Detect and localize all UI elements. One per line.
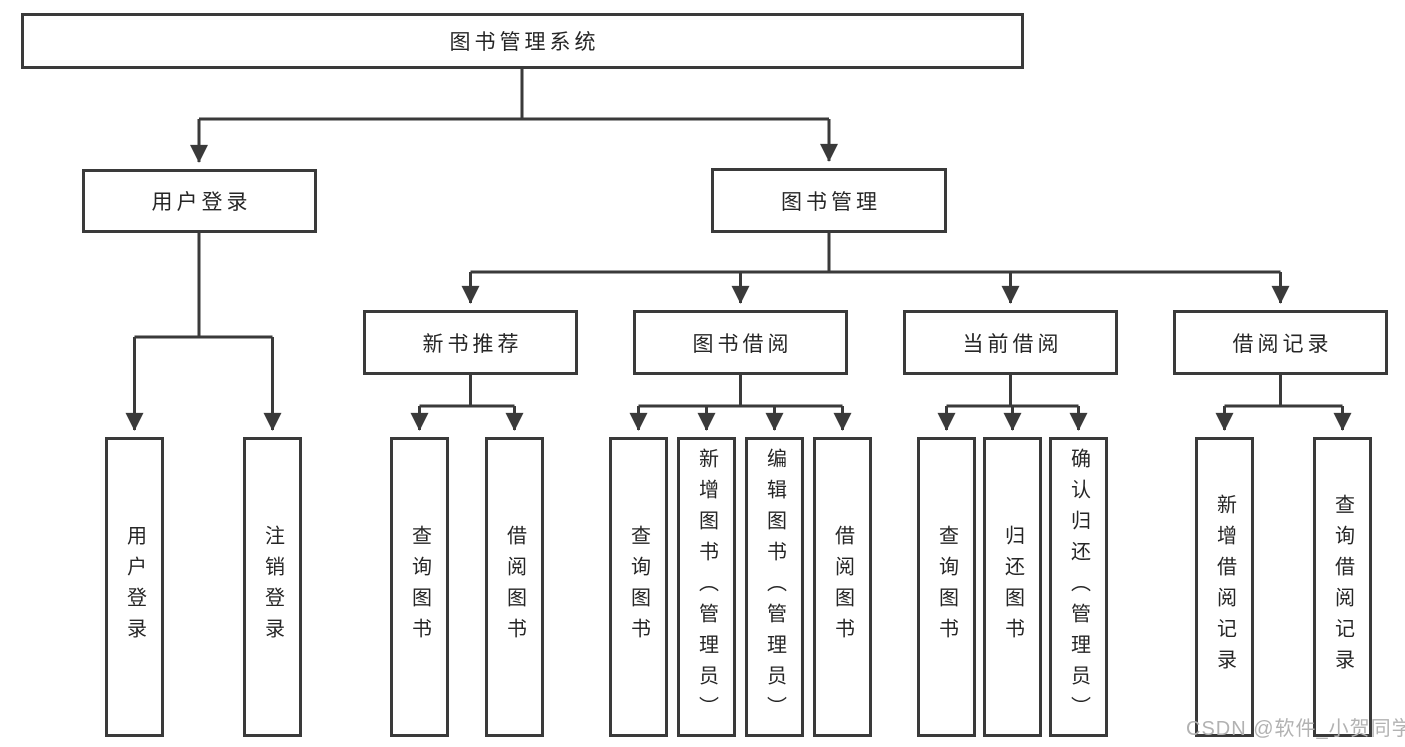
node-current-borrowing: 当前借阅	[903, 310, 1118, 375]
leaf-add-borrow-record: 新增借阅记录	[1195, 437, 1254, 737]
node-user-login: 用户登录	[82, 169, 317, 233]
node-label: 查询图书	[408, 525, 431, 649]
leaf-query-books-recommend: 查询图书	[390, 437, 449, 737]
node-label: 借阅图书	[831, 525, 854, 649]
leaf-user-login: 用户登录	[105, 437, 164, 737]
node-book-borrowing: 图书借阅	[633, 310, 848, 375]
node-system-root: 图书管理系统	[21, 13, 1024, 69]
leaf-borrow-books: 借阅图书	[813, 437, 872, 737]
node-label: 新书推荐	[422, 332, 523, 356]
node-label: 借阅图书	[503, 525, 526, 649]
node-label: 确认归还（管理员）	[1067, 447, 1090, 727]
node-label: 图书管理	[781, 190, 881, 214]
leaf-edit-book-admin: 编辑图书（管理员）	[745, 437, 804, 737]
node-label: 新增图书（管理员）	[695, 447, 718, 727]
leaf-logout: 注销登录	[243, 437, 302, 737]
node-label: 查询图书	[935, 525, 958, 649]
node-label: 新增借阅记录	[1213, 494, 1236, 680]
leaf-query-books-borrow: 查询图书	[609, 437, 668, 737]
node-label: 编辑图书（管理员）	[763, 447, 786, 727]
leaf-add-book-admin: 新增图书（管理员）	[677, 437, 736, 737]
leaf-borrow-books-recommend: 借阅图书	[485, 437, 544, 737]
csdn-watermark: CSDN @软件_小贺同学	[1186, 718, 1405, 740]
leaf-confirm-return-admin: 确认归还（管理员）	[1049, 437, 1108, 737]
leaf-query-books-current: 查询图书	[917, 437, 976, 737]
arrow-lines	[125, 119, 1352, 431]
node-label: 图书管理系统	[449, 31, 600, 54]
node-label: 查询借阅记录	[1331, 494, 1354, 680]
leaf-return-book: 归还图书	[983, 437, 1042, 737]
tree-branch-lines	[125, 69, 1352, 431]
node-label: 借阅记录	[1232, 332, 1333, 356]
node-label: 用户登录	[123, 525, 146, 649]
node-label: 图书借阅	[692, 332, 793, 356]
node-label: 查询图书	[627, 525, 650, 649]
node-book-management: 图书管理	[711, 168, 947, 233]
node-borrow-records: 借阅记录	[1173, 310, 1388, 375]
leaf-query-borrow-record: 查询借阅记录	[1313, 437, 1372, 737]
node-label: 当前借阅	[962, 332, 1063, 356]
node-new-book-recommend: 新书推荐	[363, 310, 578, 375]
node-label: 归还图书	[1001, 525, 1024, 649]
node-label: 用户登录	[151, 191, 252, 214]
node-label: 注销登录	[261, 525, 284, 649]
